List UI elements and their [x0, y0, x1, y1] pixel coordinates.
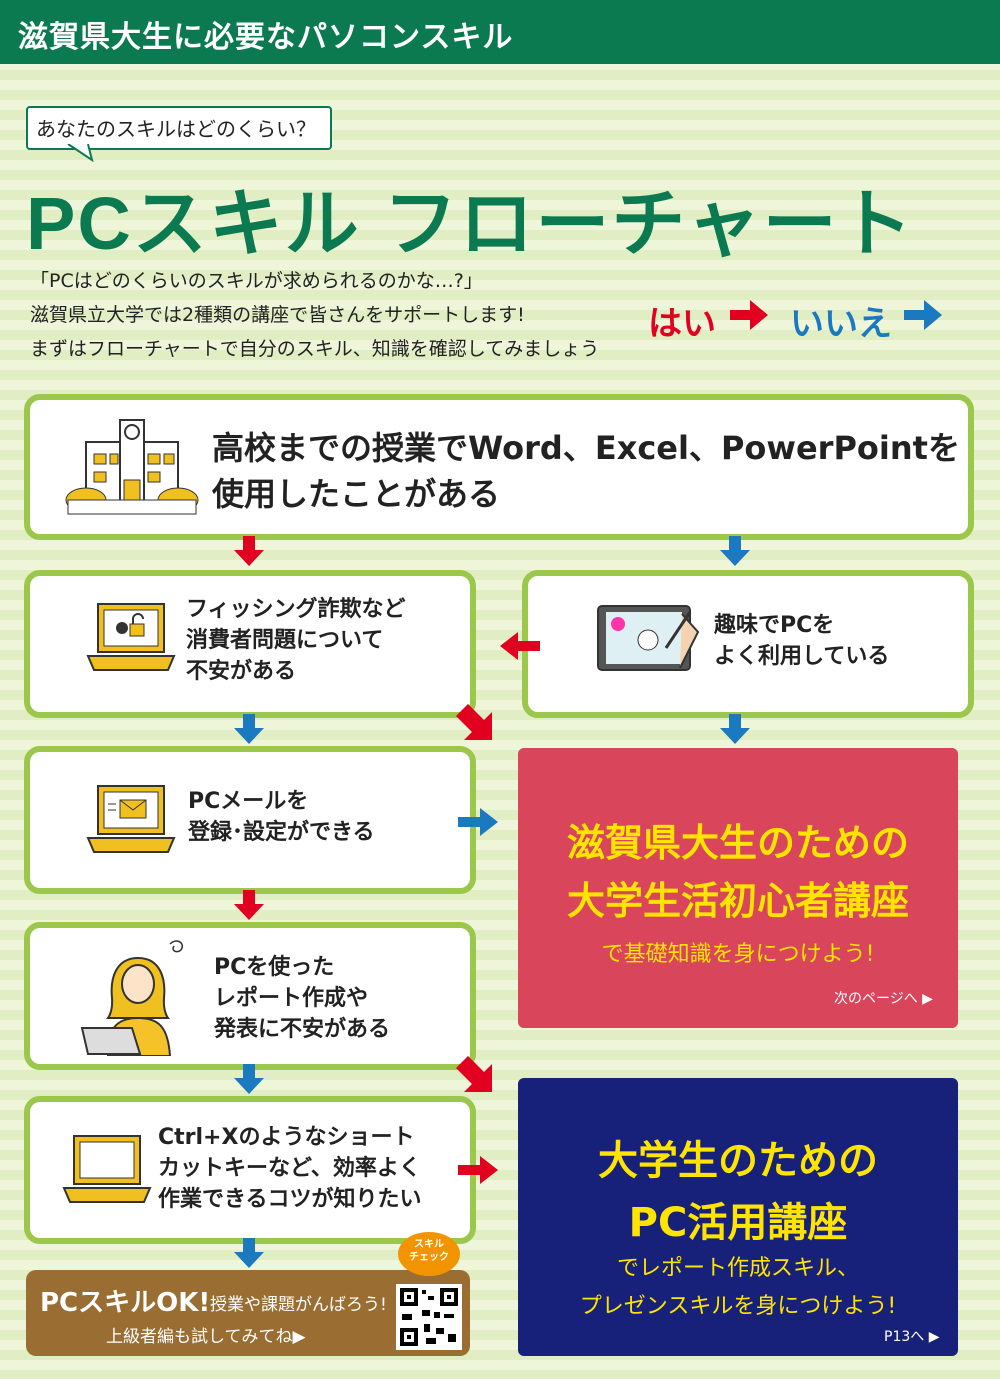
- yes-arrow-left-icon: [500, 632, 540, 660]
- page-title: PCスキル フローチャート: [26, 182, 915, 265]
- ok-sub: 授業や課題がんばろう!: [210, 1295, 387, 1315]
- mail-line-1: PCメールを: [188, 789, 309, 814]
- laptop-mail-icon: [86, 785, 176, 853]
- beginner-sub: で基礎知識を身につけよう!: [601, 942, 875, 967]
- result-beginner-course[interactable]: [518, 748, 958, 1028]
- bubble-text: あなたのスキルはどのくらい？: [36, 117, 316, 141]
- no-arrow-down-icon: [234, 1064, 264, 1094]
- report-line-1: PCを使った: [214, 955, 335, 980]
- yes-arrow-diagonal-icon: [456, 704, 492, 740]
- no-arrow-icon: [904, 300, 942, 330]
- phishing-line-1: フィッシング詐欺など: [186, 597, 406, 622]
- hobby-line-2: よく利用している: [714, 644, 890, 669]
- legend-yes: はい: [648, 304, 716, 344]
- no-arrow-down-icon: [720, 536, 750, 566]
- report-line-2: レポート作成や: [214, 986, 369, 1011]
- pc-use-sub-2: プレゼンスキルを身につけよう!: [579, 1294, 897, 1319]
- shortcut-line-3: 作業できるコツが知りたい: [158, 1187, 422, 1212]
- skill-check-badge-text: スキル チェック: [409, 1239, 449, 1263]
- qr-code-icon: [400, 1288, 458, 1346]
- laptop-security-icon: [86, 603, 176, 671]
- question-box-hobby: [522, 570, 974, 718]
- q1-line-1: 高校までの授業でWord、Excel、PowerPointを: [212, 429, 960, 467]
- shortcut-line-2: カットキーなど、効率よく: [158, 1156, 421, 1181]
- school-building-icon: [65, 419, 199, 515]
- yes-arrow-icon: [730, 300, 768, 330]
- phishing-line-3: 不安がある: [186, 659, 297, 684]
- no-arrow-right-icon: [458, 808, 498, 836]
- speech-bubble: [26, 106, 332, 150]
- beginner-title-2: 大学生活初心者講座: [566, 879, 909, 923]
- no-arrow-down-icon: [234, 714, 264, 744]
- yes-arrow-diagonal-icon: [456, 1056, 492, 1092]
- shortcut-line-1: Ctrl+Xのようなショート: [158, 1125, 415, 1150]
- no-arrow-down-icon: [234, 1238, 264, 1268]
- intro-line-3: まずはフローチャートで自分のスキル、知識を確認してみましょう: [30, 338, 600, 360]
- pc-use-sub-1: でレポート作成スキル、: [616, 1256, 859, 1281]
- intro-line-2: 滋賀県立大学では2種類の講座で皆さんをサポートします!: [30, 304, 525, 326]
- ok-advanced-link[interactable]: 上級者編も試してみてね▶: [106, 1327, 306, 1347]
- yes-arrow-right-icon: [458, 1156, 498, 1184]
- yes-arrow-down-icon: [234, 536, 264, 566]
- laptop-icon: [62, 1135, 152, 1203]
- beginner-next-page-link[interactable]: 次のページへ ▶: [834, 991, 933, 1007]
- no-arrow-down-icon: [720, 714, 750, 744]
- pc-use-page-link[interactable]: P13へ ▶: [884, 1329, 940, 1345]
- question-box-classes: [24, 394, 974, 540]
- header-title: 滋賀県大生に必要なパソコンスキル: [18, 20, 514, 55]
- intro-line-1: 「PCはどのくらいのスキルが求められるのかな…?」: [30, 270, 483, 292]
- speech-bubble-tail: [66, 144, 94, 162]
- phishing-line-2: 消費者問題について: [186, 628, 384, 653]
- result-pc-use-course[interactable]: [518, 1078, 958, 1356]
- qr-code[interactable]: [396, 1284, 462, 1350]
- skill-check-badge: [398, 1232, 460, 1276]
- tablet-pen-icon: [597, 605, 700, 671]
- mail-line-2: 登録･設定ができる: [188, 820, 375, 845]
- header-bar: [0, 0, 1000, 64]
- hobby-line-1: 趣味でPCを: [714, 613, 835, 638]
- report-line-3: 発表に不安がある: [214, 1017, 391, 1042]
- pc-use-title-2: PC活用講座: [628, 1200, 848, 1246]
- student-laptop-icon: [80, 940, 184, 1056]
- q1-line-2: 使用したことがある: [212, 475, 501, 513]
- pc-use-title-1: 大学生のための: [598, 1138, 878, 1184]
- beginner-title-1: 滋賀県大生のための: [566, 821, 909, 865]
- legend-no: いいえ: [790, 304, 892, 344]
- yes-arrow-down-icon: [234, 890, 264, 920]
- ok-title: PCスキルOK!: [40, 1288, 211, 1318]
